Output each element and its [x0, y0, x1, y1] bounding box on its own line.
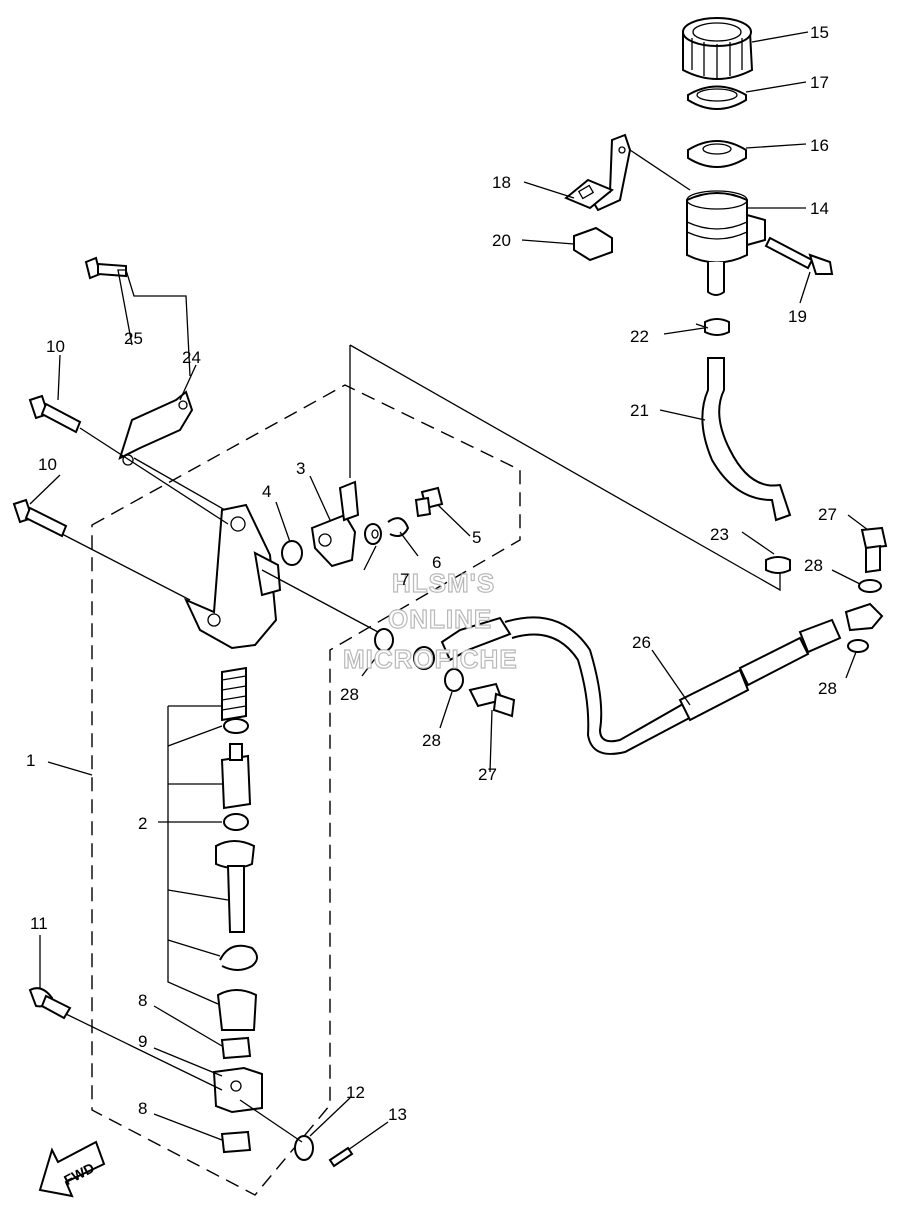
hose-clip-upper[interactable]: [695, 318, 730, 336]
callout-12: 12: [346, 1083, 365, 1102]
callout-21: 21: [630, 401, 649, 420]
union-bolt-27-middle[interactable]: [468, 682, 516, 718]
callout-8-upper: 8: [138, 991, 147, 1010]
callout-22: 22: [630, 327, 649, 346]
callout-14: 14: [810, 199, 829, 218]
pin-11[interactable]: [28, 987, 72, 1020]
union-bolt-27-right[interactable]: [860, 526, 888, 574]
callout-13: 13: [388, 1105, 407, 1124]
o-ring[interactable]: [281, 540, 303, 566]
callout-19: 19: [788, 307, 807, 326]
assembly-outline: [91, 344, 781, 1196]
spring[interactable]: [221, 666, 247, 722]
washer-28-left[interactable]: [374, 628, 394, 652]
callout-4: 4: [262, 482, 271, 501]
bracket-plate[interactable]: [564, 178, 614, 210]
boot[interactable]: [216, 989, 258, 1031]
circlip-6[interactable]: [387, 517, 410, 537]
callout-6: 6: [432, 553, 441, 572]
callout-1: 1: [26, 751, 35, 770]
fwd-arrow-icon: FWD: [38, 1140, 106, 1198]
washer-12[interactable]: [294, 1135, 314, 1161]
callout-28-right-lower: 28: [818, 679, 837, 698]
callout-28-left: 28: [340, 685, 359, 704]
callout-24: 24: [182, 348, 201, 367]
callout-20: 20: [492, 231, 511, 250]
callout-28-middle: 28: [422, 731, 441, 750]
push-rod[interactable]: [215, 840, 256, 933]
watermark-line-2: ONLINE: [388, 604, 492, 634]
banjo-fitting-right[interactable]: [844, 602, 884, 632]
nut-8-lower[interactable]: [220, 1130, 252, 1154]
master-cylinder-body[interactable]: [183, 503, 282, 650]
callout-5: 5: [472, 528, 481, 547]
callout-2: 2: [138, 814, 147, 833]
hose-clip-lower[interactable]: [765, 556, 791, 574]
callout-28-right-upper: 28: [804, 556, 823, 575]
reservoir-cap[interactable]: [682, 17, 754, 80]
callout-16: 16: [810, 136, 829, 155]
callout-18: 18: [492, 173, 511, 192]
callout-25: 25: [124, 329, 143, 348]
callout-10-upper: 10: [46, 337, 65, 356]
callout-9: 9: [138, 1032, 147, 1051]
bolt-10-upper[interactable]: [28, 394, 82, 434]
screw-5[interactable]: [414, 486, 444, 518]
cup-seal-1[interactable]: [223, 718, 249, 734]
bolt-25[interactable]: [84, 256, 127, 280]
leader-lines: [29, 31, 869, 1151]
washer-7[interactable]: [364, 523, 382, 545]
damper[interactable]: [573, 226, 613, 262]
callout-15: 15: [810, 23, 829, 42]
watermark: HLSM'S ONLINE MICROFICHE: [342, 567, 518, 674]
washer-28-right-lower[interactable]: [847, 639, 869, 653]
callout-labels: 15 17 16 14 18 20 19 22 21 23 27 28 28 2…: [26, 23, 837, 1124]
callout-26: 26: [632, 633, 651, 652]
callout-3: 3: [296, 459, 305, 478]
callout-27-middle: 27: [478, 765, 497, 784]
cup-seal-2[interactable]: [223, 813, 249, 831]
brake-hose[interactable]: [440, 616, 842, 755]
clevis[interactable]: [212, 1066, 263, 1114]
reservoir-hose[interactable]: [701, 357, 792, 522]
callout-17: 17: [810, 73, 829, 92]
washer-28-right-upper[interactable]: [858, 579, 882, 593]
watermark-line-1: HLSM'S: [392, 568, 495, 598]
diaphragm[interactable]: [687, 140, 747, 168]
hose-joint-3[interactable]: [310, 480, 360, 568]
banjo-fitting-left[interactable]: [413, 646, 435, 670]
reservoir-bolt[interactable]: [764, 236, 834, 275]
watermark-line-3: MICROFICHE: [343, 644, 518, 674]
bracket-24[interactable]: [118, 390, 194, 466]
bolt-10-lower[interactable]: [12, 498, 68, 538]
callout-8-lower: 8: [138, 1099, 147, 1118]
callout-11: 11: [30, 914, 48, 933]
cotter-pin-13[interactable]: [328, 1146, 354, 1168]
reservoir-tank[interactable]: [686, 190, 766, 296]
callout-10-lower: 10: [38, 455, 57, 474]
callout-23: 23: [710, 525, 729, 544]
callout-7: 7: [400, 570, 409, 589]
callout-27-right: 27: [818, 505, 837, 524]
piston[interactable]: [220, 743, 252, 810]
nut-9[interactable]: [220, 1036, 252, 1060]
diaphragm-plate[interactable]: [687, 85, 747, 110]
washer-28-middle[interactable]: [444, 668, 464, 692]
circlip-ring[interactable]: [219, 944, 258, 971]
